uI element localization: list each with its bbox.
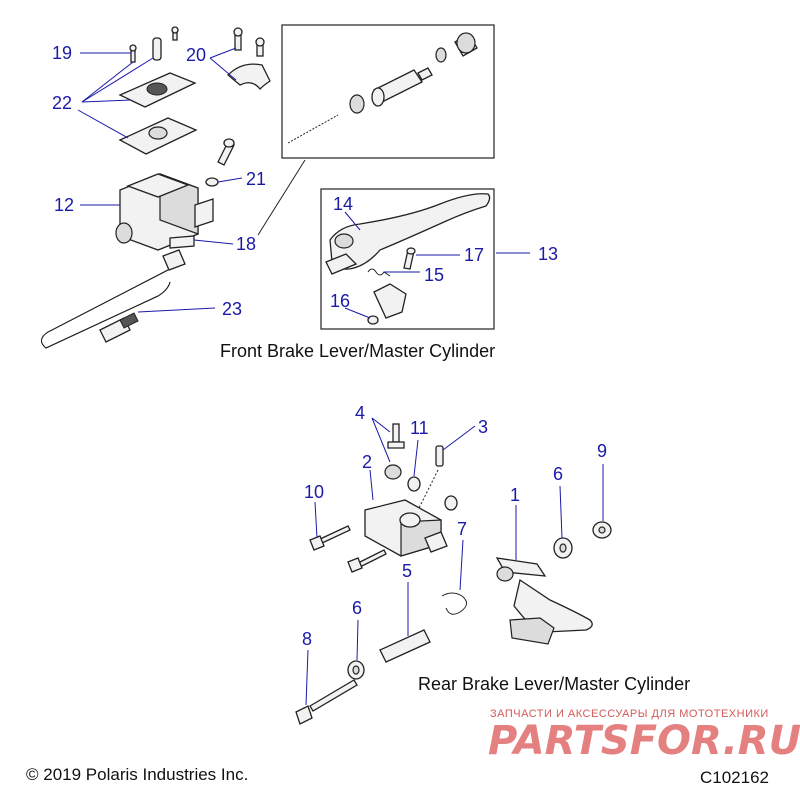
callout-11: 11 (410, 418, 429, 438)
fitting-dashed-line (417, 469, 439, 511)
clip-21 (205, 177, 219, 187)
master-cylinder-body (115, 173, 214, 251)
diagram-code: C102162 (700, 768, 769, 787)
inset-leader-line (257, 159, 306, 236)
watermark-brand: PARTSFOR.RU (488, 718, 800, 764)
callout-13: 13 (538, 244, 558, 264)
callout-12: 12 (54, 195, 74, 215)
spring-part (287, 114, 339, 144)
nut-9 (592, 521, 612, 539)
bolt-8 (295, 679, 358, 725)
front-caption: Front Brake Lever/Master Cylinder (220, 341, 495, 361)
clamp-screw-a (233, 27, 243, 51)
callout-10: 10 (304, 482, 324, 502)
callout-4: 4 (355, 403, 365, 423)
callout-21: 21 (246, 169, 266, 189)
copyright-text: © 2019 Polaris Industries Inc. (26, 765, 248, 784)
callout-9: 9 (597, 441, 607, 461)
callout-7: 7 (457, 519, 467, 539)
callout-14: 14 (333, 194, 353, 214)
callout-3: 3 (478, 417, 488, 437)
boot-part (454, 32, 478, 57)
callout-15: 15 (424, 265, 444, 285)
lever-pin-17 (403, 247, 416, 270)
mount-bolt (347, 549, 387, 573)
small-screw-top (171, 26, 179, 41)
clamp-part (227, 63, 271, 90)
watermark-tagline: ЗАПЧАСТИ И АКСЕССУАРЫ ДЛЯ МОТОТЕХНИКИ (490, 708, 769, 720)
seal-part (349, 94, 365, 114)
rear-master-cylinder (364, 499, 448, 557)
ring-part (435, 47, 447, 63)
piston-part (371, 67, 433, 107)
lever-adjuster-block (373, 283, 407, 319)
callout-16: 16 (330, 291, 350, 311)
callout-8: 8 (302, 629, 312, 649)
bolt-10 (309, 525, 351, 551)
reservoir-cover (118, 72, 197, 108)
lever-inset-box (320, 188, 495, 330)
brake-lever (325, 193, 491, 275)
callout-2: 2 (362, 452, 372, 472)
plunger-inset-box (281, 24, 495, 159)
small-grommet (444, 495, 458, 511)
callout-20: 20 (186, 45, 206, 65)
callout-23: 23 (222, 299, 242, 319)
callout-6-lower: 6 (352, 598, 362, 618)
bushing-6-lower (347, 660, 365, 680)
pin-5 (379, 629, 431, 663)
callout-6-upper: 6 (553, 464, 563, 484)
diaphragm-part (118, 117, 198, 155)
callout-17: 17 (464, 245, 484, 265)
callout-19: 19 (52, 43, 72, 63)
brake-switch-harness (41, 249, 186, 349)
callout-1: 1 (510, 485, 520, 505)
cover-pin (152, 37, 162, 61)
bleeder-nut (384, 464, 402, 480)
clip-16 (367, 315, 379, 325)
pivot-pin-21 (217, 138, 235, 166)
return-spring-7 (441, 592, 467, 615)
callout-5: 5 (402, 561, 412, 581)
leader-lines (77, 47, 604, 706)
lever-spring-15 (367, 268, 391, 277)
fitting-3 (435, 445, 444, 467)
brake-pedal (495, 557, 593, 645)
rear-caption: Rear Brake Lever/Master Cylinder (418, 674, 690, 694)
callout-18: 18 (236, 234, 256, 254)
bushing-6-upper (553, 537, 573, 559)
grommet-11 (407, 476, 421, 492)
bleeder-screw (387, 423, 405, 449)
callout-22: 22 (52, 93, 72, 113)
clamp-screw-b (255, 37, 265, 57)
